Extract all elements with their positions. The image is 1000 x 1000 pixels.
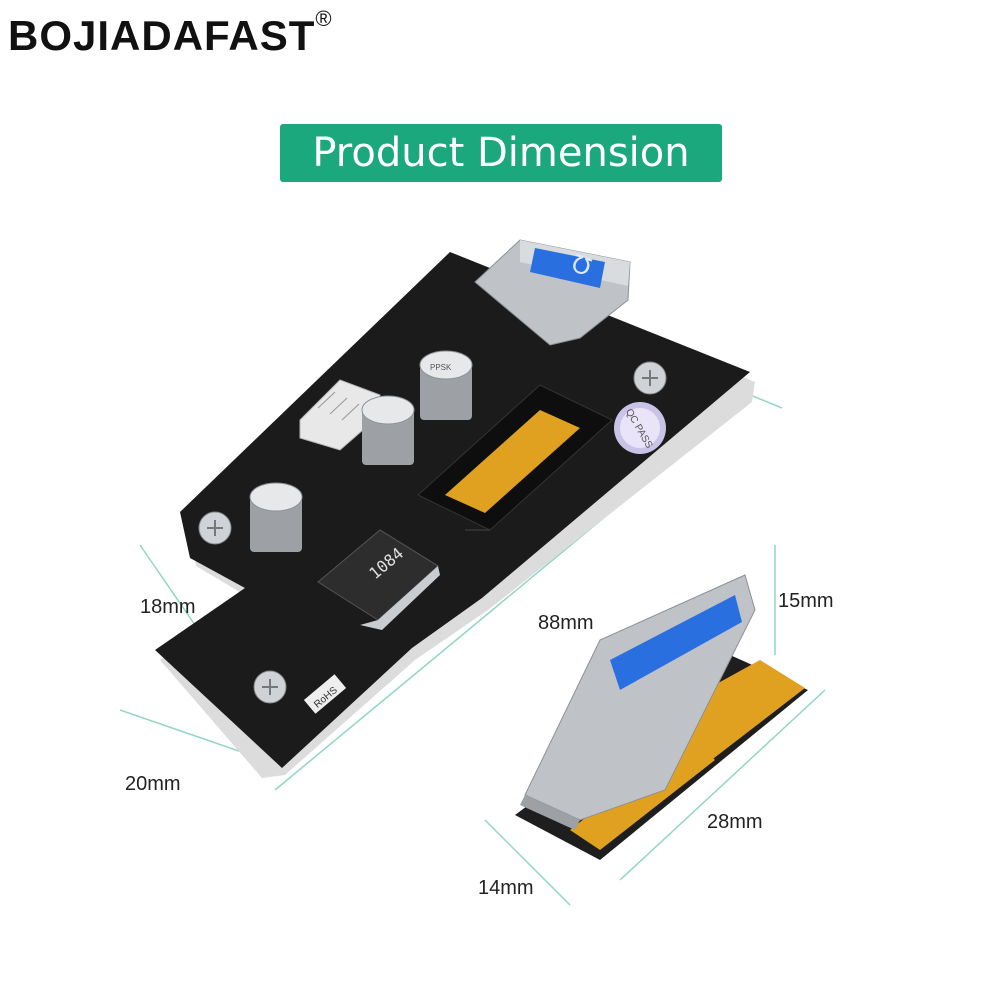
dim-card-width: 14mm <box>478 877 534 899</box>
mounting-screws <box>198 361 667 704</box>
brand-logo: BOJIADAFAST® <box>8 6 333 60</box>
dim-height-left: 20mm <box>125 773 181 795</box>
dim-width-left: 18mm <box>140 596 196 618</box>
pcie-x1-card <box>515 574 808 860</box>
usb-port-top: Ʊ <box>474 239 631 346</box>
qc-sticker: QC PASS <box>614 402 666 454</box>
regulator-chip: 1084 <box>317 529 440 630</box>
cap-label: PPSK <box>430 363 452 372</box>
title-banner: Product Dimension <box>280 124 722 182</box>
dim-connector-height: 15mm <box>778 590 834 612</box>
page-title: Product Dimension <box>312 130 690 176</box>
dim-card-length: 28mm <box>707 811 763 833</box>
riser-board: Ʊ PPSK QC PASS <box>155 239 755 778</box>
dim-length: 88mm <box>538 612 594 634</box>
capacitors: PPSK <box>249 350 473 552</box>
pcie-slot <box>417 384 613 531</box>
registered-mark: ® <box>315 6 333 31</box>
brand-name: BOJIADAFAST <box>8 12 316 59</box>
